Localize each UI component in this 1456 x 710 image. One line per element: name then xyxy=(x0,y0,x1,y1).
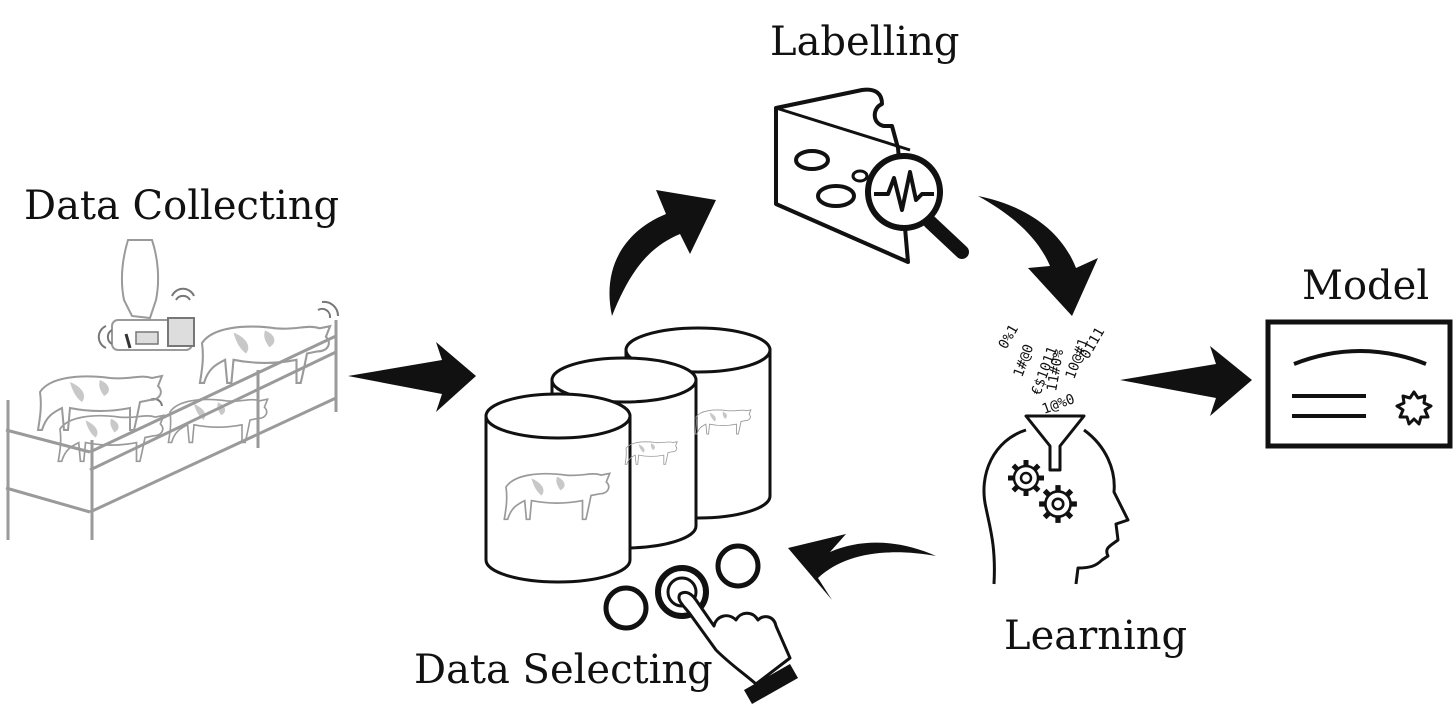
label-model: Model xyxy=(1302,263,1430,309)
cow-pen-sketch xyxy=(5,239,340,540)
touch-hand-icon xyxy=(603,543,798,704)
funnel-icon xyxy=(1024,414,1086,472)
head-gears-icon xyxy=(982,428,1130,585)
label-learning: Learning xyxy=(1004,613,1188,659)
model-card-icon xyxy=(1265,319,1453,449)
svg-text:11#0%: 11#0% xyxy=(1044,348,1067,393)
label-data-selecting: Data Selecting xyxy=(414,647,713,693)
label-labelling: Labelling xyxy=(770,19,960,65)
arrow-learn-to-model xyxy=(1120,346,1252,416)
database-cylinders xyxy=(484,326,772,584)
svg-text:1@%0: 1@%0 xyxy=(1040,391,1077,418)
arrow-select-to-label xyxy=(609,190,716,316)
binary-stream: 0%1 1#@0 €$1011 11#0% 10@#1 0111 1@%0 xyxy=(996,322,1109,418)
arrow-learn-to-select xyxy=(788,534,936,600)
svg-text:1#@0: 1#@0 xyxy=(1011,342,1038,379)
arrow-collect-to-select xyxy=(348,342,476,412)
cheese-block-icon xyxy=(774,87,911,264)
label-data-collecting: Data Collecting xyxy=(24,183,340,229)
magnifier-waveform-icon xyxy=(865,153,969,259)
svg-text:0%1: 0%1 xyxy=(996,322,1023,352)
arrow-label-to-learn xyxy=(978,196,1098,316)
